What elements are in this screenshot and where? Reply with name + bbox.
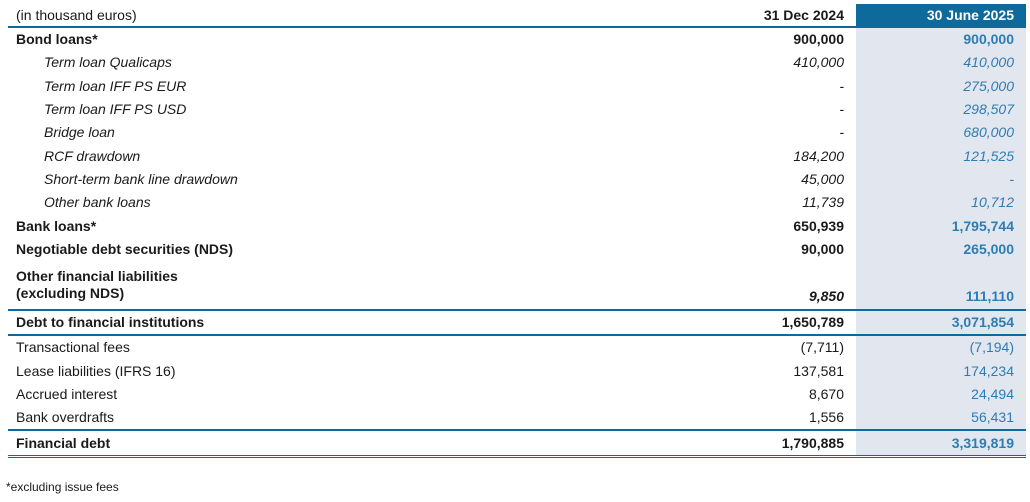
table-header: (in thousand euros) 31 Dec 2024 30 June …: [8, 4, 1026, 28]
value-june-2025: (7,194): [856, 335, 1026, 360]
value-dec-2024: 11,739: [802, 194, 844, 211]
table-row: Other bank loans 11,739 10,712: [8, 191, 1026, 215]
value-dec-2024: -: [839, 77, 844, 94]
value-june-2025: 1,795,744: [856, 214, 1026, 238]
value-dec-2024: 1,650,789: [674, 308, 856, 337]
table-row: Term loan IFF PS EUR -275,000: [8, 74, 1026, 98]
column-header-june-2025: 30 June 2025: [856, 4, 1026, 28]
row-label-text-line2: (excluding NDS): [16, 284, 125, 301]
value-june-2025: -: [856, 167, 1026, 192]
row-label: Short-term bank line drawdown: [8, 168, 674, 191]
value-dec-2024: 900,000: [793, 31, 844, 48]
table-row: Bank loans* 650,939 1,795,744: [8, 214, 1026, 238]
table-row: Bond loans* 900,000 900,000: [8, 27, 1026, 52]
row-label: RCF drawdown: [8, 144, 674, 167]
table-row: Term loan Qualicaps 410,000 410,000: [8, 51, 1026, 75]
value-dec-2024: 90,000: [801, 240, 844, 257]
row-label: Term loan IFF PS USD: [8, 98, 674, 121]
row-label-text: Bond loans*: [16, 31, 98, 48]
column-header-dec-2024: 31 Dec 2024: [674, 4, 856, 28]
row-label: Term loan Qualicaps: [8, 51, 674, 74]
row-label-text: Bridge loan: [44, 124, 115, 141]
value-june-2025: 298,507: [856, 97, 1026, 122]
row-label-text: Debt to financial institutions: [16, 314, 205, 331]
row-label-text: Term loan IFF PS EUR: [44, 77, 187, 94]
value-june-2025: 900,000: [856, 27, 1026, 52]
value-dec-2024: 650,939: [793, 217, 844, 234]
value-dec-2024: 184,200: [793, 147, 844, 164]
table-row: Bank overdrafts 1,556 56,431: [8, 406, 1026, 431]
row-label-text: Accrued interest: [16, 386, 118, 402]
row-label-text: Term loan IFF PS USD: [44, 101, 187, 118]
value-june-2025: 275,000: [856, 74, 1026, 98]
value-dec-2024: 137,581: [793, 362, 844, 379]
value-dec-2024: 1,790,885: [674, 429, 856, 458]
value-dec-2024: 45,000: [801, 170, 844, 187]
table-row: Transactional fees (7,711) (7,194): [8, 335, 1026, 360]
row-label: Financial debt: [8, 429, 674, 458]
value-june-2025: 56,431: [856, 406, 1026, 431]
financial-debt-table: (in thousand euros) 31 Dec 2024 30 June …: [8, 4, 1026, 458]
row-label: Negotiable debt securities (NDS): [8, 238, 674, 261]
row-label: Bridge loan: [8, 121, 674, 144]
value-june-2025: 111,110: [856, 260, 1026, 310]
table-row: Bridge loan -680,000: [8, 121, 1026, 145]
value-dec-2024: 1,556: [808, 409, 844, 426]
value-june-2025: 3,071,854: [856, 308, 1026, 337]
value-june-2025: 10,712: [856, 191, 1026, 215]
row-label-text: Financial debt: [16, 434, 111, 451]
footnote: *excluding issue fees: [6, 480, 119, 494]
value-dec-2024: -: [839, 101, 844, 118]
row-label: Debt to financial institutions: [8, 308, 674, 337]
value-june-2025: 680,000: [856, 121, 1026, 145]
row-label: Bank loans*: [8, 214, 674, 237]
row-label: Transactional fees: [8, 335, 674, 359]
value-dec-2024: 8,670: [808, 386, 844, 402]
row-label-text: Other financial liabilities: [16, 267, 178, 284]
value-june-2025: 121,525: [856, 144, 1026, 168]
value-dec-2024: -: [839, 124, 844, 141]
row-label-text: Bank overdrafts: [16, 409, 115, 426]
row-label-text: Short-term bank line drawdown: [44, 170, 238, 187]
value-june-2025: 265,000: [856, 237, 1026, 261]
row-label: Other financial liabilities(excluding ND…: [8, 261, 674, 310]
row-label-text: Transactional fees: [16, 339, 130, 356]
row-label: Lease liabilities (IFRS 16): [8, 360, 674, 383]
value-june-2025: 24,494: [856, 382, 1026, 407]
table-row: RCF drawdown 184,200 121,525: [8, 144, 1026, 168]
row-label: Bank overdrafts: [8, 406, 674, 430]
value-june-2025: 410,000: [856, 51, 1026, 75]
table-row: Lease liabilities (IFRS 16) 137,581 174,23…: [8, 359, 1026, 383]
unit-label: (in thousand euros): [8, 4, 674, 28]
table-row: Accrued interest 8,670 24,494: [8, 382, 1026, 407]
row-label-text: Negotiable debt securities (NDS): [16, 240, 234, 257]
row-label-text: Lease liabilities (IFRS 16): [16, 362, 176, 379]
row-label: Term loan IFF PS EUR: [8, 75, 674, 98]
row-label: Bond loans*: [8, 27, 674, 51]
row-label-text: Bank loans*: [16, 217, 97, 234]
row-label: Accrued interest: [8, 383, 674, 406]
table-row: Short-term bank line drawdown 45,000-: [8, 167, 1026, 192]
value-dec-2024: 9,850: [808, 287, 844, 304]
value-june-2025: 3,319,819: [856, 429, 1026, 458]
row-label-text: RCF drawdown: [44, 147, 141, 164]
row-label-text: Other bank loans: [44, 194, 151, 211]
value-june-2025: 174,234: [856, 359, 1026, 383]
value-dec-2024: (7,711): [800, 339, 844, 356]
row-label: Other bank loans: [8, 191, 674, 214]
table-row: Term loan IFF PS USD -298,507: [8, 97, 1026, 122]
table-row: Negotiable debt securities (NDS) 90,000 26…: [8, 237, 1026, 261]
table-row: Other financial liabilities(excluding ND…: [8, 260, 1026, 310]
value-dec-2024: 410,000: [793, 54, 844, 71]
row-label-text: Term loan Qualicaps: [44, 54, 172, 71]
